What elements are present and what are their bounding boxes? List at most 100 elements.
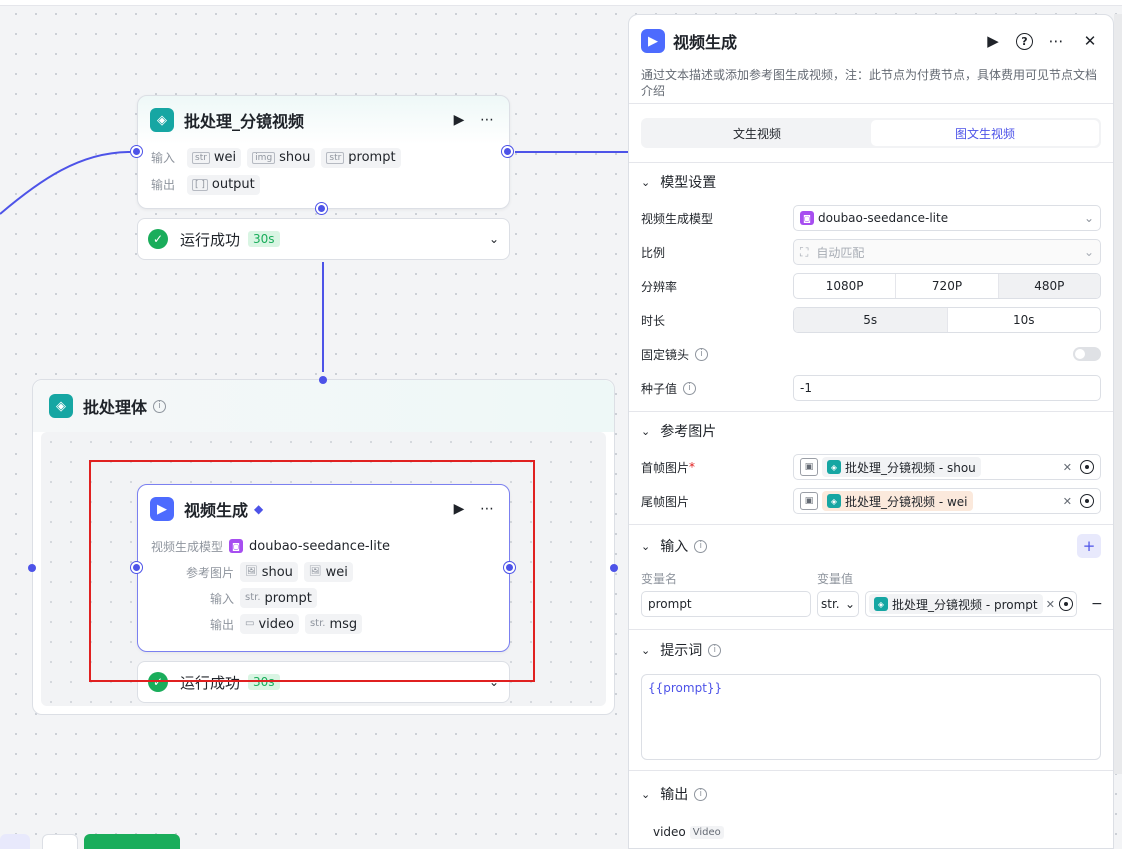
batch-right-port[interactable] xyxy=(610,564,618,572)
ref-label: 参考图片 xyxy=(185,565,234,580)
clear-icon[interactable]: ✕ xyxy=(1062,460,1072,474)
ratio-select[interactable]: ⛶ 自动匹配 ⌄ xyxy=(793,239,1101,265)
prompt-section-header[interactable]: ⌄ 提示词 i xyxy=(629,630,1113,670)
clear-icon[interactable]: ✕ xyxy=(1062,494,1072,508)
resolution-1080p[interactable]: 1080P xyxy=(825,279,864,293)
image-icon: ▣ xyxy=(800,492,818,510)
expand-icon: ⛶ xyxy=(800,244,809,259)
status-text: 运行成功 xyxy=(180,673,241,692)
node1-in-port[interactable] xyxy=(131,146,142,157)
resolution-720p[interactable]: 720P xyxy=(895,274,997,298)
add-variable-button[interactable]: + xyxy=(1077,534,1101,558)
node-title: 视频生成 xyxy=(184,501,249,520)
duration-10s[interactable]: 10s xyxy=(946,308,1101,332)
output-section-header[interactable]: ⌄ 输出 i xyxy=(629,771,1113,817)
col-value: 变量值 xyxy=(817,571,854,586)
diamond-icon: ◆ xyxy=(254,502,264,516)
info-icon[interactable]: i xyxy=(695,347,709,361)
play-icon[interactable]: ▶ xyxy=(987,32,999,50)
chevron-down-icon: ⌄ xyxy=(641,539,651,553)
field-label: 尾帧图片 xyxy=(641,494,690,509)
remove-variable-button[interactable]: − xyxy=(1091,596,1103,612)
field-label: 种子值 xyxy=(641,381,678,396)
input-label: 输入 xyxy=(151,151,176,165)
first-frame-ref[interactable]: ▣ ◈批处理_分镜视频 - shou ✕ xyxy=(793,454,1101,480)
prompt-textarea[interactable]: {{prompt}} xyxy=(641,674,1101,760)
target-icon[interactable] xyxy=(1059,597,1073,611)
variable-name-input[interactable]: prompt xyxy=(641,591,811,617)
field-label: 首帧图片 xyxy=(641,460,690,475)
check-icon: ✓ xyxy=(148,672,168,692)
info-icon[interactable]: i xyxy=(683,381,697,395)
variable-value-ref[interactable]: ◈批处理_分镜视频 - prompt ✕ xyxy=(865,591,1077,617)
play-icon[interactable]: ▶ xyxy=(453,112,465,128)
string-icon: str. xyxy=(245,592,261,603)
more-icon[interactable]: ⋯ xyxy=(480,501,494,517)
info-icon[interactable]: i xyxy=(708,643,722,657)
field-label: 固定镜头 xyxy=(641,347,690,362)
more-icon[interactable]: ⋯ xyxy=(1048,32,1064,50)
node1-out-port[interactable] xyxy=(502,146,513,157)
layers-icon: ◈ xyxy=(874,597,888,611)
node2-status[interactable]: ✓ 运行成功 30s ⌄ xyxy=(137,661,510,703)
help-icon[interactable]: ? xyxy=(1016,32,1033,50)
more-icon[interactable]: ⋯ xyxy=(480,112,494,128)
fixed-camera-toggle[interactable] xyxy=(1073,347,1101,361)
toolbar-button[interactable] xyxy=(0,834,30,849)
resolution-480p[interactable]: 480P xyxy=(997,274,1100,298)
resolution-field: 分辨率 1080P 720P 480P xyxy=(629,269,1113,303)
output-label: 输出 xyxy=(209,617,234,632)
scrollbar[interactable] xyxy=(1114,14,1122,774)
batch-top-port[interactable] xyxy=(319,376,327,384)
model-field: 视频生成模型 ◙ doubao-seedance-lite ⌄ xyxy=(629,201,1113,235)
output-name: video xyxy=(653,825,686,839)
chevron-down-icon[interactable]: ⌄ xyxy=(488,232,499,246)
play-icon[interactable]: ▶ xyxy=(453,501,465,517)
duration-field: 时长 5s 10s xyxy=(629,303,1113,337)
last-frame-ref[interactable]: ▣ ◈批处理_分镜视频 - wei ✕ xyxy=(793,488,1101,514)
mode-tabs: 文生视频 图文生视频 xyxy=(641,118,1101,148)
node2-in-port[interactable] xyxy=(131,562,142,573)
image-icon: img xyxy=(252,151,276,164)
property-panel: ▶ 视频生成 ▶ ? ⋯ ✕ 通过文本描述或添加参考图生成视频，注：此节点为付费… xyxy=(628,14,1114,849)
duration-badge: 30s xyxy=(248,674,280,690)
duration-segment: 5s 10s xyxy=(793,307,1101,333)
duration-5s[interactable]: 5s xyxy=(794,308,947,332)
layers-icon: ◈ xyxy=(49,394,73,418)
node1-status[interactable]: ✓ 运行成功 30s ⌄ xyxy=(137,218,510,260)
node2-out-port[interactable] xyxy=(504,562,515,573)
tab-image-text-to-video[interactable]: 图文生视频 xyxy=(871,120,1099,146)
model-settings-header[interactable]: ⌄ 模型设置 xyxy=(629,163,1113,201)
node-video-generation[interactable]: ▶ 视频生成◆ ▶ ⋯ 视频生成模型 ◙doubao-seedance-lite… xyxy=(137,484,510,652)
variable-type-select[interactable]: str.⌄ xyxy=(817,591,859,617)
test-run-button[interactable] xyxy=(84,834,180,849)
target-icon[interactable] xyxy=(1080,460,1094,474)
field-label: 视频生成模型 xyxy=(641,211,714,226)
input-section-header[interactable]: ⌄ 输入 i + xyxy=(629,525,1113,567)
layers-icon: ◈ xyxy=(150,108,174,132)
node1-bottom-port[interactable] xyxy=(316,203,327,214)
batch-left-port[interactable] xyxy=(28,564,36,572)
info-icon[interactable]: i xyxy=(153,399,167,413)
field-label: 比例 xyxy=(641,245,666,260)
seed-input[interactable]: -1 xyxy=(793,375,1101,401)
info-icon[interactable]: i xyxy=(694,539,708,553)
info-icon[interactable]: i xyxy=(694,787,708,801)
target-icon[interactable] xyxy=(1080,494,1094,508)
chevron-down-icon[interactable]: ⌄ xyxy=(488,675,499,689)
close-icon[interactable]: ✕ xyxy=(1083,32,1097,50)
node-output-row: 输出 [ ]output xyxy=(138,171,509,198)
panel-description: 通过文本描述或添加参考图生成视频，注：此节点为付费节点，具体费用可见节点文档介绍 xyxy=(641,68,1098,98)
output-tag-msg: str.msg xyxy=(304,614,363,634)
ref-row: 参考图片 🖼shou 🖼wei xyxy=(138,559,509,585)
list-icon: [ ] xyxy=(192,178,208,191)
model-select[interactable]: ◙ doubao-seedance-lite ⌄ xyxy=(793,205,1101,231)
reference-images-header[interactable]: ⌄ 参考图片 xyxy=(629,412,1113,450)
clear-icon[interactable]: ✕ xyxy=(1045,597,1055,611)
toolbar-button[interactable] xyxy=(42,834,78,849)
string-icon: str. xyxy=(309,618,326,629)
tab-text-to-video[interactable]: 文生视频 xyxy=(732,126,781,141)
